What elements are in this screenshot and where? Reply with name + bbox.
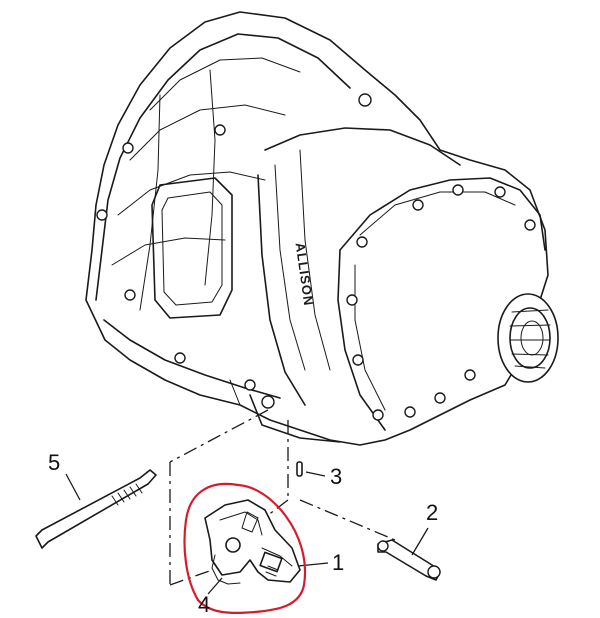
part-1-leader bbox=[297, 562, 329, 567]
callout-3: 3 bbox=[330, 464, 342, 489]
part-2-switch-bolt bbox=[377, 527, 441, 581]
housing-bolts bbox=[96, 93, 536, 421]
callout-2: 2 bbox=[426, 500, 438, 525]
callout-1: 1 bbox=[332, 550, 344, 575]
part-3-pin bbox=[296, 461, 326, 477]
highlight-circle bbox=[183, 482, 307, 615]
callout-5: 5 bbox=[48, 450, 60, 475]
part-4-detent-lever-assembly bbox=[204, 499, 301, 595]
transmission-housing: ALLISON bbox=[85, 11, 559, 446]
part-5-shift-shaft bbox=[35, 469, 157, 549]
callout-4: 4 bbox=[198, 592, 210, 617]
